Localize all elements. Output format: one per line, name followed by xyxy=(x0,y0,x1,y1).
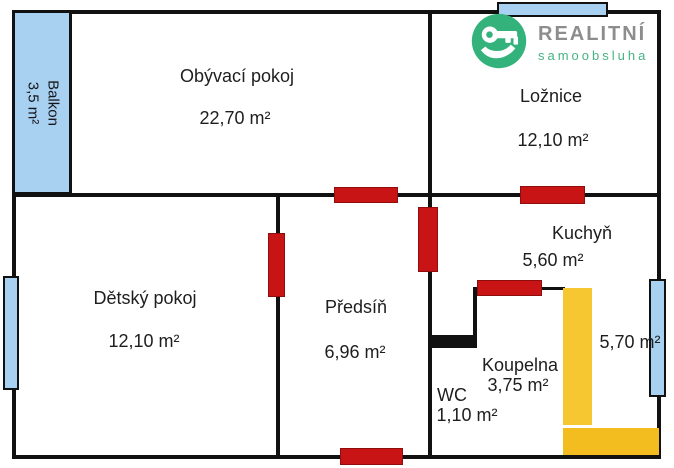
door-koupelna xyxy=(477,280,542,296)
room-area-kuchyn: 5,60 m² xyxy=(522,250,584,270)
wall-bottom xyxy=(12,455,661,459)
wall-top xyxy=(12,10,661,14)
room-area-wc: 1,10 m² xyxy=(436,405,498,425)
window-left xyxy=(3,276,19,390)
key-hand-icon xyxy=(471,13,527,69)
wall-koupelna-left xyxy=(473,287,477,348)
room-name-detsky-pokoj: Dětský pokoj xyxy=(93,288,197,308)
room-area-obyvaci-pokoj: 22,70 m² xyxy=(199,108,271,128)
room-name-kuchyn: Kuchyň xyxy=(551,223,613,243)
wall-right xyxy=(657,10,661,459)
door-predsin-kuchyn xyxy=(418,207,438,272)
balcony: Balkon 3,5 m² xyxy=(12,10,72,195)
window-right xyxy=(649,279,666,397)
brand-title: REALITNÍ xyxy=(538,23,647,45)
brand-text: REALITNÍ samoobsluha xyxy=(538,12,648,62)
door-detsky-pokoj xyxy=(268,233,285,297)
partition-yellow-vertical xyxy=(563,288,592,425)
room-area-predsin: 6,96 m² xyxy=(324,342,386,362)
room-area-koupelna: 3,75 m² xyxy=(487,375,549,395)
room-name-balkon: Balkon xyxy=(44,79,62,126)
room-area-balkon: 3,5 m² xyxy=(24,81,41,124)
room-name-wc: WC xyxy=(437,385,467,405)
door-entrance xyxy=(340,448,403,465)
wall-left xyxy=(12,10,16,459)
room-name-koupelna: Koupelna xyxy=(481,355,559,375)
room-area-detsky-pokoj: 12,10 m² xyxy=(108,331,180,351)
brand-logo: REALITNÍ samoobsluha xyxy=(470,12,648,70)
wall-detsky-predsin xyxy=(276,193,280,459)
room-name-predsin: Předsíň xyxy=(324,297,388,317)
door-loznice xyxy=(520,186,585,204)
balcony-label: Balkon 3,5 m² xyxy=(22,80,63,126)
room-name-loznice: Ložnice xyxy=(519,86,583,106)
room-area-loggia: 5,70 m² xyxy=(599,332,661,352)
wall-wc-thick xyxy=(428,335,477,348)
brand-subtitle: samoobsluha xyxy=(538,48,649,63)
window-top xyxy=(497,2,608,17)
room-area-loznice: 12,10 m² xyxy=(517,130,589,150)
door-obyvaci-predsin xyxy=(334,187,398,203)
room-name-obyvaci-pokoj: Obývací pokoj xyxy=(179,66,295,86)
partition-yellow-horizontal xyxy=(563,428,659,455)
